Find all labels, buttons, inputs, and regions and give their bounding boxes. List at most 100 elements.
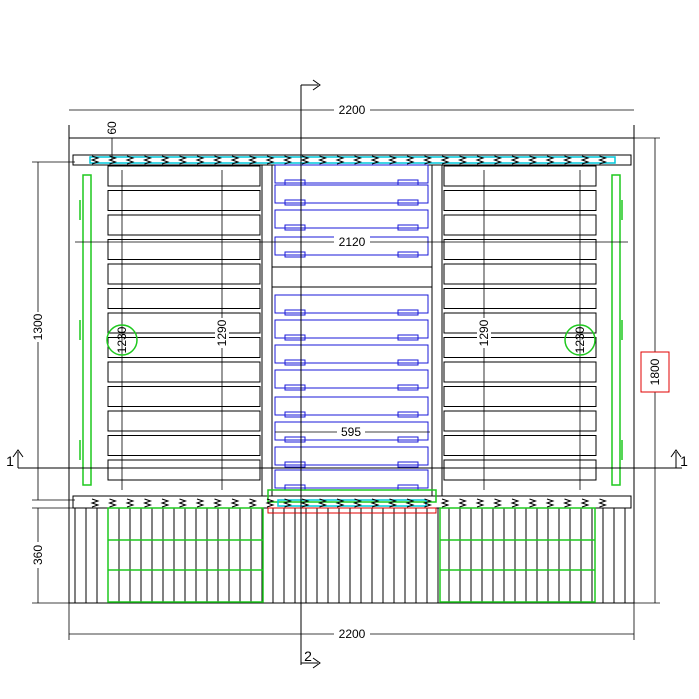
- deck-board: [107, 459, 261, 481]
- deck-board: [443, 386, 597, 407]
- center-column: [261, 164, 443, 497]
- dim-top-width: 2200: [339, 103, 366, 117]
- bolt-mark: [282, 155, 293, 165]
- bolt-mark: [597, 498, 608, 508]
- bolt-mark: [177, 498, 188, 508]
- board-clip: [284, 436, 306, 443]
- dim-upper-depth: 1300: [31, 313, 45, 340]
- deck-board: [107, 386, 261, 407]
- bolt-mark: [387, 155, 398, 165]
- bolt-mark: [317, 155, 328, 165]
- board-clip: [397, 436, 419, 443]
- deck-board: [107, 165, 261, 187]
- bolt-mark: [317, 498, 328, 508]
- deck-board: [443, 263, 597, 285]
- dim-left-board: 1290: [215, 319, 229, 346]
- deck-board: [107, 263, 261, 285]
- deck-board: [107, 312, 261, 334]
- bolt-mark: [562, 498, 573, 508]
- bolt-mark: [195, 155, 205, 165]
- deck-board: [107, 410, 261, 432]
- board-clip: [284, 224, 306, 231]
- deck-board: [107, 239, 261, 260]
- center-board: [274, 344, 429, 364]
- center-board: [274, 421, 429, 441]
- deck-board: [443, 410, 597, 432]
- deck-board: [443, 459, 597, 481]
- bolt-mark: [335, 155, 345, 165]
- dim-top-gap: 60: [105, 121, 119, 135]
- bolt-mark: [195, 498, 205, 508]
- board-clip: [397, 251, 419, 258]
- deck-board: [443, 190, 597, 211]
- bolt-mark: [160, 498, 170, 508]
- center-board: [274, 446, 429, 466]
- bolt-mark: [370, 498, 380, 508]
- dimension-1800-box: [640, 351, 670, 393]
- bolt-mark: [335, 498, 345, 508]
- bolt-mark: [422, 155, 433, 165]
- deck-board: [443, 361, 597, 383]
- deck-board: [107, 361, 261, 383]
- bolt-mark: [265, 498, 275, 508]
- board-clip: [397, 309, 419, 316]
- deck-board: [107, 435, 261, 456]
- dim-center-width: 595: [341, 425, 361, 439]
- dimension-labels: 2200 2200 2120 595 1800 1300 360 60 1290…: [6, 103, 688, 664]
- right-deck-boards: [443, 165, 597, 481]
- bolt-mark: [562, 155, 573, 165]
- bolt-mark: [492, 155, 503, 165]
- deck-board: [107, 288, 261, 309]
- bolt-mark: [580, 498, 590, 508]
- board-clip: [397, 199, 419, 206]
- deck-board: [443, 312, 597, 334]
- board-clip: [284, 411, 306, 418]
- bolt-mark: [545, 155, 555, 165]
- bolt-mark: [90, 155, 100, 165]
- deck-board: [107, 190, 261, 211]
- bolt-mark: [282, 498, 293, 508]
- bolt-mark: [90, 498, 100, 508]
- center-blue-boards: [274, 164, 429, 491]
- bolt-mark: [457, 155, 468, 165]
- bolt-mark: [177, 155, 188, 165]
- bolt-mark: [300, 155, 310, 165]
- bolt-mark: [370, 155, 380, 165]
- circle-markers: [106, 324, 596, 356]
- center-board: [274, 469, 429, 489]
- bolt-mark: [545, 498, 555, 508]
- board-clip: [284, 251, 306, 258]
- center-board: [274, 184, 429, 204]
- deck-board: [443, 239, 597, 260]
- green-side-rails: [79, 174, 623, 486]
- lower-slats: [74, 508, 626, 603]
- bolt-mark: [405, 498, 415, 508]
- bolt-mark: [527, 498, 538, 508]
- section-mark-left: 1: [6, 453, 14, 469]
- lower-green-frames: [107, 489, 596, 603]
- bolt-mark: [107, 498, 118, 508]
- deck-board: [443, 214, 597, 236]
- dim-total-depth: 1800: [648, 358, 662, 385]
- bolt-mark: [125, 498, 135, 508]
- bolt-mark: [475, 498, 485, 508]
- bolt-mark: [125, 155, 135, 165]
- bolt-marks: [90, 155, 608, 508]
- dim-left-circle: 1230: [115, 326, 129, 353]
- dim-right-board: 1290: [477, 319, 491, 346]
- bolt-mark: [247, 498, 258, 508]
- bolt-mark: [597, 155, 608, 165]
- bolt-mark: [527, 155, 538, 165]
- bolt-mark: [510, 155, 520, 165]
- board-clip: [397, 384, 419, 391]
- center-board: [274, 164, 429, 184]
- board-clip: [284, 384, 306, 391]
- left-deck-boards: [107, 165, 261, 481]
- bolt-mark: [387, 498, 398, 508]
- bolt-mark: [492, 498, 503, 508]
- bolt-mark: [352, 498, 363, 508]
- bolt-mark: [580, 155, 590, 165]
- dimension-lines: [32, 109, 660, 640]
- bolt-mark: [440, 498, 450, 508]
- bolt-mark: [510, 498, 520, 508]
